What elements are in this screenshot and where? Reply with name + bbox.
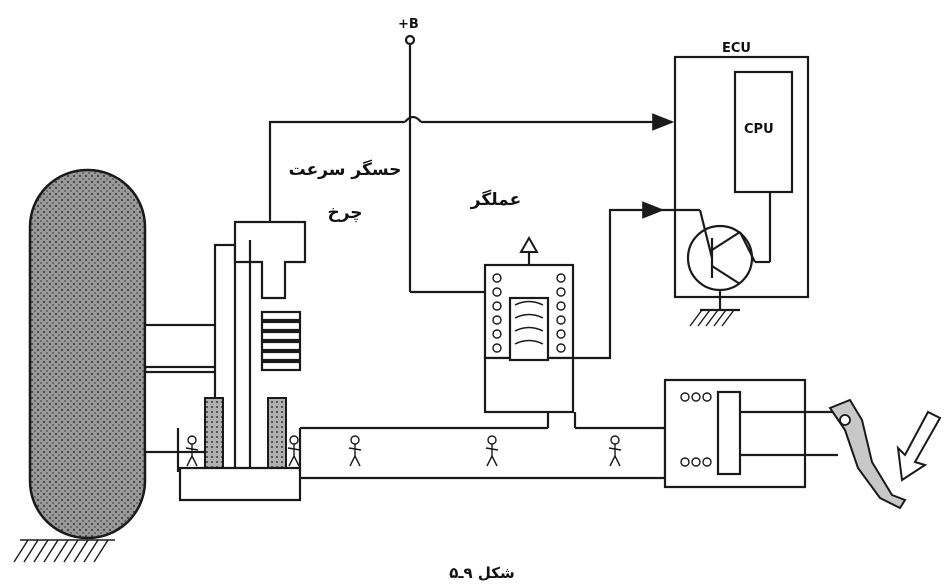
tire xyxy=(28,168,147,540)
fluid-particles xyxy=(185,435,622,467)
actuator-control-wire xyxy=(573,201,665,360)
brake-caliper xyxy=(176,397,302,502)
power-supply xyxy=(404,34,485,294)
figure-caption: شکل ۹ـ۵ xyxy=(449,564,515,582)
wheel-speed-sensor xyxy=(233,113,675,470)
ecu-label: ECU xyxy=(722,41,751,56)
actuator-solenoid xyxy=(483,235,575,414)
brake-pedal xyxy=(828,398,907,510)
wheel-hub xyxy=(143,243,237,472)
ecu-unit xyxy=(662,55,810,327)
master-cylinder xyxy=(663,378,838,489)
sensor-rotor-teeth xyxy=(260,310,302,372)
wheel-sensor-label-line1: حسگر سرعت xyxy=(289,159,402,180)
wheel-sensor-label-line2: چرخ xyxy=(327,203,362,223)
supply-label: +B xyxy=(398,17,419,32)
ground-hatch xyxy=(13,539,115,563)
actuator-up-arrow-icon xyxy=(519,235,539,253)
cpu-label: CPU xyxy=(744,122,774,137)
press-arrow-icon xyxy=(896,410,942,482)
actuator-label: عملگر xyxy=(470,189,521,210)
